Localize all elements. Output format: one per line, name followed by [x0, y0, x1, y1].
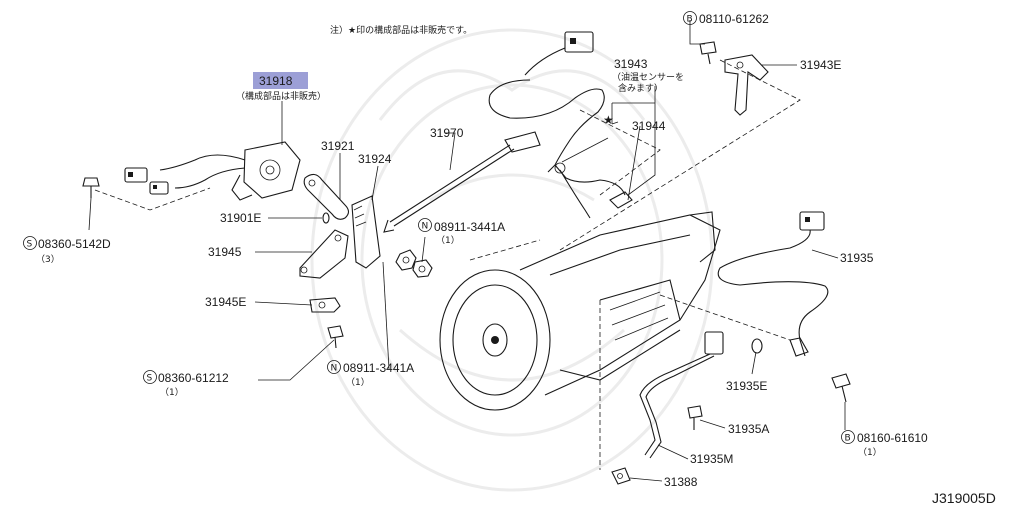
label-31918-sub: （構成部品は非販売） — [236, 90, 326, 102]
s1-letter: S — [27, 240, 33, 250]
label-31970[interactable]: 31970 — [430, 126, 464, 140]
tube-31935M[interactable] — [639, 331, 724, 459]
washer-31945E[interactable] — [309, 297, 341, 313]
label-31943-sub1: （油温センサーを — [612, 71, 684, 83]
transmission-assembly[interactable] — [439, 211, 721, 411]
s2-letter: S — [147, 374, 153, 384]
n2-code: 08911-3441A — [343, 361, 414, 375]
bolt-08360-61212[interactable] — [327, 325, 344, 349]
n1-qty: （1） — [436, 235, 460, 246]
harness-31943[interactable] — [488, 31, 626, 219]
bolt-08110-61262[interactable] — [699, 41, 717, 65]
sensor-31944[interactable] — [609, 191, 633, 209]
o-ring-31935E[interactable] — [751, 338, 763, 354]
inhibitor-switch-31918[interactable] — [124, 141, 301, 201]
label-31924[interactable]: 31924 — [358, 152, 392, 166]
callout-08360-61212[interactable]: S 08360-61212 （1） — [143, 370, 230, 399]
label-31935A[interactable]: 31935A — [728, 422, 769, 436]
label-31388[interactable]: 31388 — [664, 475, 698, 489]
note-text: 注）★印の構成部品は非販売です。 — [330, 24, 472, 36]
callout-08911-3441A-lower[interactable]: N 08911-3441A （1） — [327, 360, 415, 389]
n1-letter: N — [422, 222, 429, 232]
n2-qty: （1） — [346, 377, 370, 388]
clip-31388[interactable] — [611, 467, 631, 485]
manual-lever-31921[interactable] — [303, 173, 350, 220]
label-31943E[interactable]: 31943E — [800, 58, 841, 72]
label-31945E[interactable]: 31945E — [205, 295, 246, 309]
s1-code: 08360-5142D — [38, 237, 111, 251]
vent-tube-31970[interactable] — [383, 131, 541, 233]
bracket-31943E[interactable] — [724, 54, 769, 116]
label-31945[interactable]: 31945 — [208, 245, 242, 259]
label-star: ★ — [603, 113, 614, 127]
label-31901E[interactable]: 31901E — [220, 211, 261, 225]
label-31935E[interactable]: 31935E — [726, 379, 767, 393]
watermark-emblem — [310, 28, 714, 492]
callout-08360-5142D[interactable]: S 08360-5142D （3） — [23, 236, 112, 266]
label-31944[interactable]: 31944 — [632, 119, 666, 133]
highlight-31918 — [253, 72, 308, 89]
callout-08911-3441A-upper[interactable]: N 08911-3441A （1） — [418, 218, 506, 247]
leader-lines — [88, 20, 846, 482]
s2-code: 08360-61212 — [158, 371, 229, 385]
bolt-31935A[interactable] — [687, 405, 703, 430]
diagram-id: J319005D — [932, 490, 996, 506]
bolt-08360-5142D[interactable] — [82, 177, 100, 198]
b1-letter: B — [687, 15, 693, 25]
label-31943-sub2: 含みます） — [618, 82, 663, 94]
label-31943[interactable]: 31943 — [614, 57, 648, 71]
s1-qty: （3） — [36, 254, 60, 265]
callout-08110-61262[interactable]: B 08110-61262 — [683, 11, 770, 27]
n2-letter: N — [331, 364, 338, 374]
b2-letter: B — [845, 434, 851, 444]
n1-code: 08911-3441A — [434, 220, 505, 234]
harness-31935[interactable] — [717, 211, 829, 357]
detent-plate-31924[interactable] — [351, 195, 381, 269]
label-31921[interactable]: 31921 — [321, 139, 355, 153]
s2-qty: （1） — [160, 387, 184, 398]
nut-08911-3441A-a[interactable] — [395, 249, 417, 271]
dashed-reference-lines — [94, 59, 801, 470]
nut-08911-3441A-b[interactable] — [412, 259, 433, 278]
b2-code: 08160-61610 — [857, 431, 928, 445]
label-31935M[interactable]: 31935M — [690, 452, 733, 466]
pin-31901E[interactable] — [322, 212, 330, 224]
label-31918[interactable]: 31918 — [259, 74, 293, 88]
bolt-08160-61610[interactable] — [831, 373, 851, 403]
callout-08160-61610[interactable]: B 08160-61610 （1） — [841, 430, 929, 459]
label-31935[interactable]: 31935 — [840, 251, 874, 265]
bracket-31945[interactable] — [299, 229, 349, 279]
b2-qty: （1） — [858, 447, 882, 458]
b1-code: 08110-61262 — [699, 12, 769, 26]
